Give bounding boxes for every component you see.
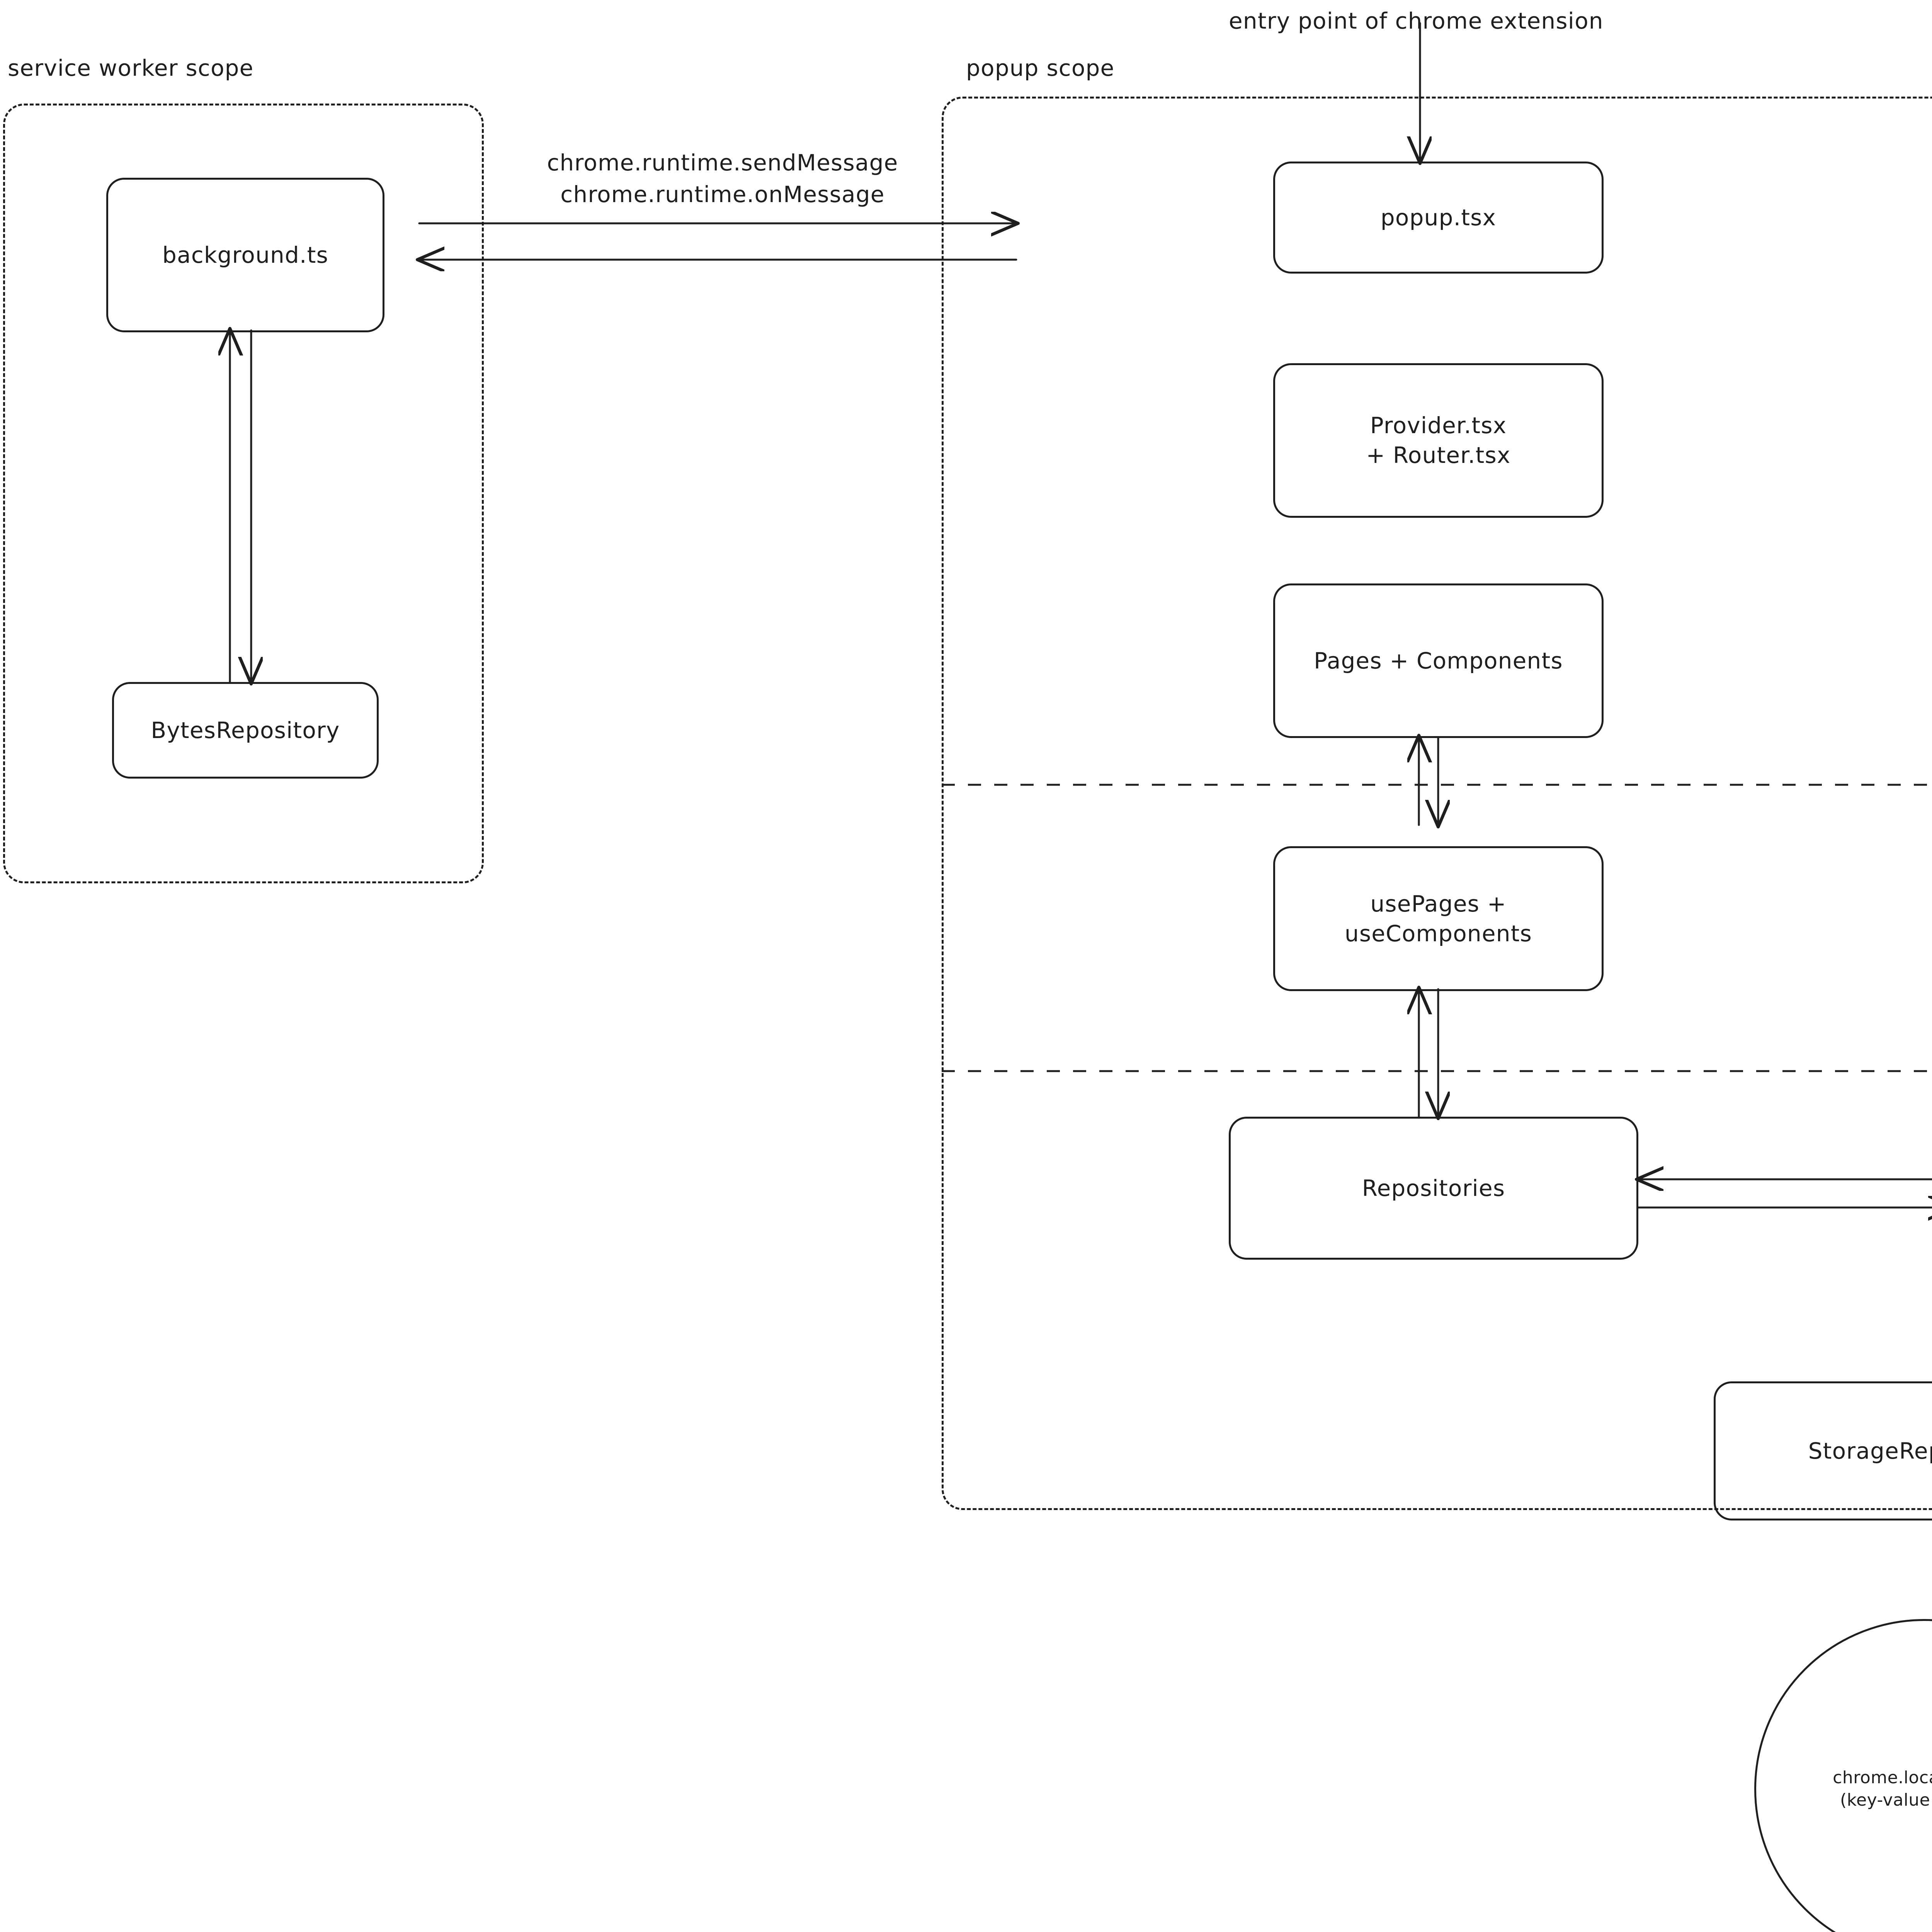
popup-scope-label: popup scope: [966, 55, 1115, 81]
node-storage-repository[interactable]: StorageRepository: [1714, 1381, 1932, 1520]
node-provider-router[interactable]: Provider.tsx + Router.tsx: [1273, 363, 1604, 518]
popup-scope-border: [942, 97, 1932, 1510]
entry-point-note: entry point of chrome extension: [1229, 8, 1604, 34]
node-bytes-repository[interactable]: BytesRepository: [112, 682, 379, 779]
node-background-ts[interactable]: background.ts: [106, 178, 384, 332]
service-worker-scope-label: service worker scope: [8, 55, 254, 81]
node-pages-components[interactable]: Pages + Components: [1273, 583, 1604, 738]
node-popup-tsx[interactable]: popup.tsx: [1273, 162, 1604, 274]
messaging-edge-label: chrome.runtime.sendMessage chrome.runtim…: [547, 150, 898, 208]
node-use-pages-components[interactable]: usePages + useComponents: [1273, 846, 1604, 991]
service-worker-scope-border: [3, 104, 484, 883]
node-chrome-local-storage[interactable]: chrome.local.storage (key-value storage): [1754, 1619, 1932, 1932]
node-repositories[interactable]: Repositories: [1229, 1117, 1638, 1260]
